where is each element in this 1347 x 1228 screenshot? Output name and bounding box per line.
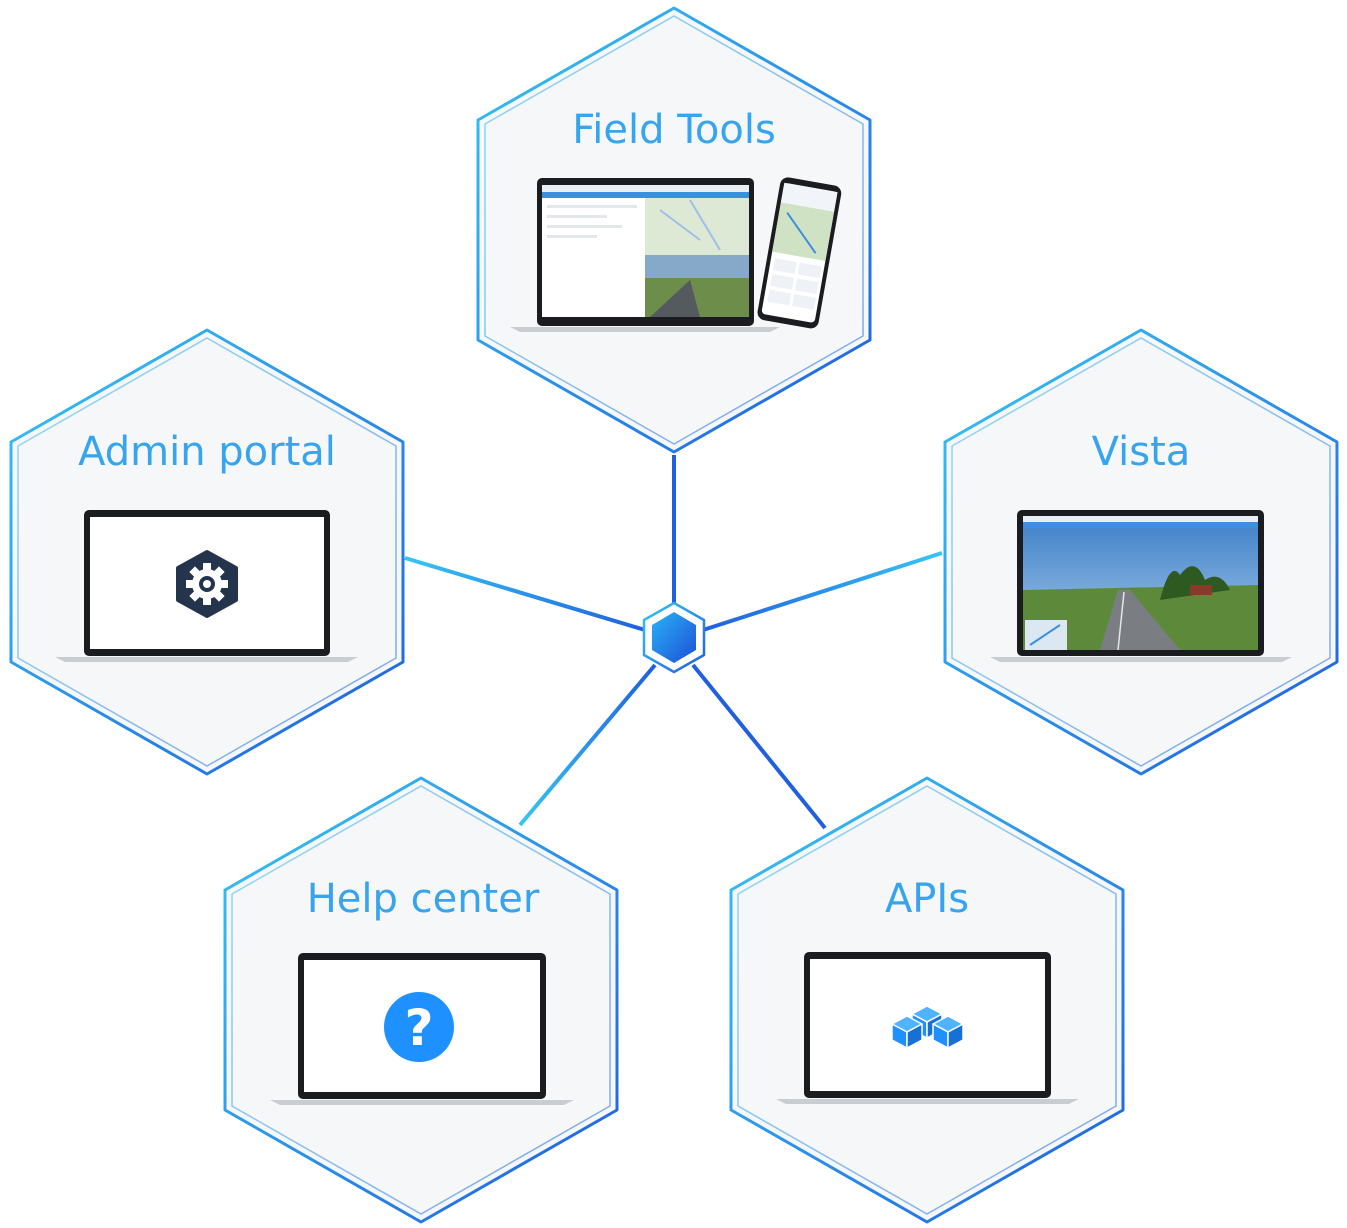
node-help-center[interactable]: Help center ? (223, 776, 619, 1224)
node-title: Help center (307, 876, 540, 922)
node-title: Admin portal (78, 429, 336, 475)
node-title: Field Tools (572, 107, 776, 153)
svg-text:?: ? (404, 999, 433, 1057)
node-field-tools[interactable]: Field Tools (476, 6, 872, 454)
connector-apis (691, 663, 827, 830)
cubes-icon (891, 1005, 964, 1049)
node-title: Vista (1092, 429, 1191, 475)
street-view-screenshot (990, 510, 1292, 662)
connector-admin-portal (404, 556, 646, 632)
node-admin-portal[interactable]: Admin portal (9, 328, 405, 776)
node-vista[interactable]: Vista (943, 328, 1339, 776)
gear-icon (176, 550, 238, 618)
connectors (404, 455, 943, 830)
connector-help-center (518, 663, 657, 827)
hexagon-hub (642, 601, 706, 674)
question-icon: ? (384, 992, 454, 1062)
node-apis[interactable]: APIs (729, 776, 1125, 1224)
laptop-and-phone-screenshot (510, 177, 842, 332)
connector-vista (702, 551, 943, 632)
node-title: APIs (885, 876, 969, 922)
